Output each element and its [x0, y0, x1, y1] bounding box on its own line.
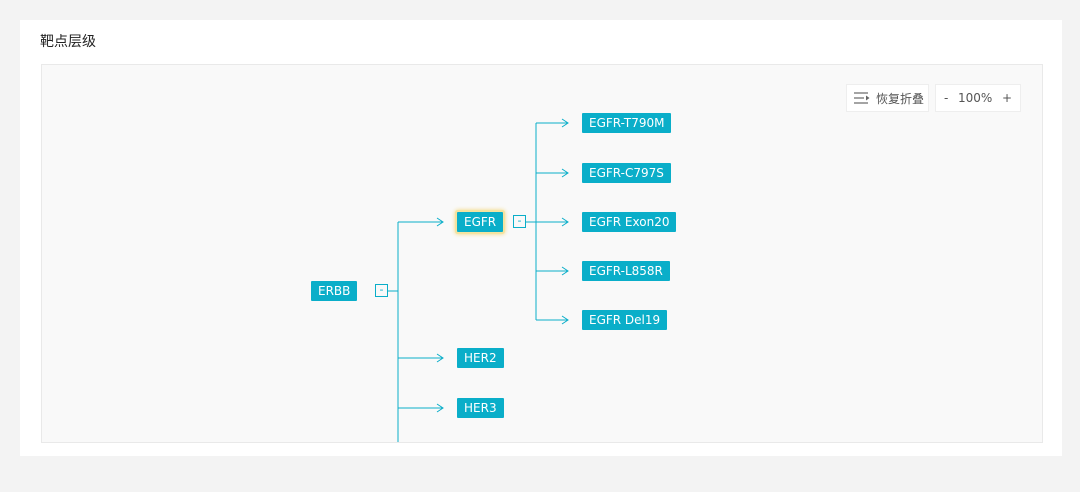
panel-title: 靶点层级: [40, 34, 96, 50]
restore-collapse-label: 恢复折叠: [876, 91, 925, 106]
node-egfr-del19[interactable]: EGFR Del19: [582, 310, 668, 330]
list-collapse-icon: [854, 92, 870, 104]
node-egfr[interactable]: EGFR: [457, 212, 504, 232]
target-hierarchy-panel: 靶点层级: [20, 20, 1062, 456]
zoom-out-button[interactable]: -: [944, 91, 949, 105]
collapse-toggle-egfr[interactable]: -: [513, 215, 526, 228]
node-egfr-c797s[interactable]: EGFR-C797S: [582, 163, 671, 183]
arrow-egfr-icon: [436, 217, 444, 227]
restore-collapse-button[interactable]: 恢复折叠: [846, 84, 929, 112]
tree-canvas[interactable]: 恢复折叠 - 100% + ERBB - EGFR - HER2 HER3 EG…: [41, 64, 1043, 443]
tree-edges: [388, 118, 569, 442]
node-egfr-t790m[interactable]: EGFR-T790M: [582, 113, 672, 133]
node-egfr-l858r[interactable]: EGFR-L858R: [582, 261, 670, 281]
arrow-exon20-icon: [561, 217, 569, 227]
zoom-in-button[interactable]: +: [1001, 91, 1012, 105]
arrow-c797s-icon: [561, 168, 569, 178]
arrow-l858r-icon: [561, 266, 569, 276]
zoom-control: - 100% +: [935, 84, 1021, 112]
arrow-del19-icon: [561, 315, 569, 325]
node-her2[interactable]: HER2: [457, 348, 504, 368]
arrow-her3-icon: [436, 403, 444, 413]
node-egfr-exon20[interactable]: EGFR Exon20: [582, 212, 677, 232]
node-erbb[interactable]: ERBB: [311, 281, 358, 301]
collapse-toggle-erbb[interactable]: -: [375, 284, 388, 297]
node-her3[interactable]: HER3: [457, 398, 504, 418]
zoom-level: 100%: [957, 91, 993, 105]
arrow-t790m-icon: [561, 118, 569, 128]
arrow-her2-icon: [436, 353, 444, 363]
